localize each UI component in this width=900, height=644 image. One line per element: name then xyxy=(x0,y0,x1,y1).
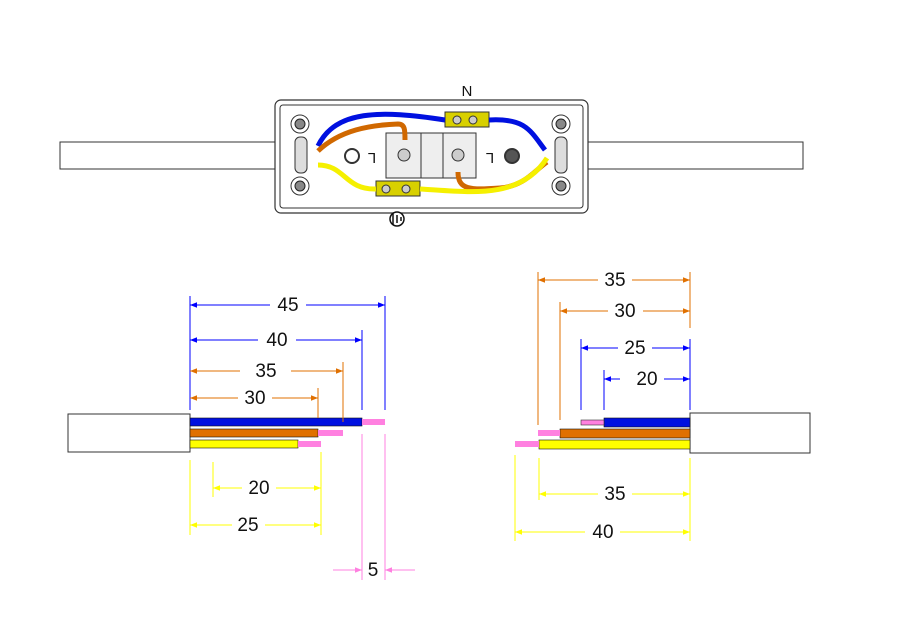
screw-icon xyxy=(397,148,411,162)
mounting-hole-left xyxy=(344,148,360,164)
dimension-35-live: 35 xyxy=(538,270,690,291)
neutral-label: N xyxy=(462,82,473,99)
dimension-40: 40 xyxy=(190,330,362,351)
dimension-30: 30 xyxy=(190,388,318,409)
box-inner xyxy=(279,104,584,209)
dimension-25: 25 xyxy=(190,515,321,536)
dimension-label: 30 xyxy=(614,301,635,322)
dimension-label: 20 xyxy=(248,478,269,499)
cable-sheath xyxy=(689,412,811,454)
screw-icon xyxy=(451,148,465,162)
earth-wire xyxy=(538,439,691,450)
earth-symbol-icon xyxy=(389,211,405,227)
live-wire xyxy=(559,428,691,439)
live-label-left: L xyxy=(368,149,376,166)
junction-box: N L L xyxy=(59,82,804,227)
right-cable-diagram: 35 30 25 20 35 40 xyxy=(514,270,811,543)
earth-wire xyxy=(189,439,299,449)
neutral-wire xyxy=(603,417,691,428)
stripped-end xyxy=(538,430,560,436)
stripped-end xyxy=(515,441,539,447)
cable-sheath xyxy=(67,413,191,453)
dimension-45: 45 xyxy=(190,295,385,316)
dimension-label: 40 xyxy=(266,330,287,351)
dimension-20: 20 xyxy=(213,478,321,499)
dimension-label: 35 xyxy=(604,270,625,291)
dimension-label: 25 xyxy=(624,338,645,359)
cable-clamp-right xyxy=(551,114,571,196)
left-cable-diagram: 45 40 35 30 20 25 5 xyxy=(67,295,415,581)
neutral-connector xyxy=(444,111,490,128)
live-wire xyxy=(189,428,319,438)
live-label-right: L xyxy=(486,149,494,166)
dimension-30-live: 30 xyxy=(560,301,690,322)
neutral-wire xyxy=(315,111,548,152)
dimension-40-earth: 40 xyxy=(515,522,690,543)
stripped-end xyxy=(362,419,385,425)
cable-right xyxy=(584,141,804,170)
dimension-label: 30 xyxy=(244,388,265,409)
earth-wire xyxy=(317,156,550,195)
dimension-35-earth: 35 xyxy=(539,484,690,505)
dimension-25-neutral: 25 xyxy=(581,338,690,359)
dimension-label: 25 xyxy=(237,515,258,536)
dimension-label: 20 xyxy=(636,369,657,390)
neutral-wire xyxy=(189,417,363,427)
dimension-label: 40 xyxy=(592,522,613,543)
dimension-label: 45 xyxy=(277,295,298,316)
dimension-35: 35 xyxy=(190,361,343,382)
stripped-end xyxy=(580,419,605,426)
cable-left xyxy=(59,141,281,170)
stripped-end xyxy=(318,430,343,436)
dimension-label: 5 xyxy=(368,560,379,581)
dimension-20-neutral: 20 xyxy=(604,369,690,390)
dimension-label: 35 xyxy=(604,484,625,505)
dimension-label: 35 xyxy=(255,361,276,382)
live-wire-left xyxy=(316,121,408,153)
mounting-hole-right xyxy=(504,148,520,164)
stripped-end xyxy=(298,441,321,447)
cable-clamp-left xyxy=(290,114,310,196)
dimension-5: 5 xyxy=(333,560,415,581)
